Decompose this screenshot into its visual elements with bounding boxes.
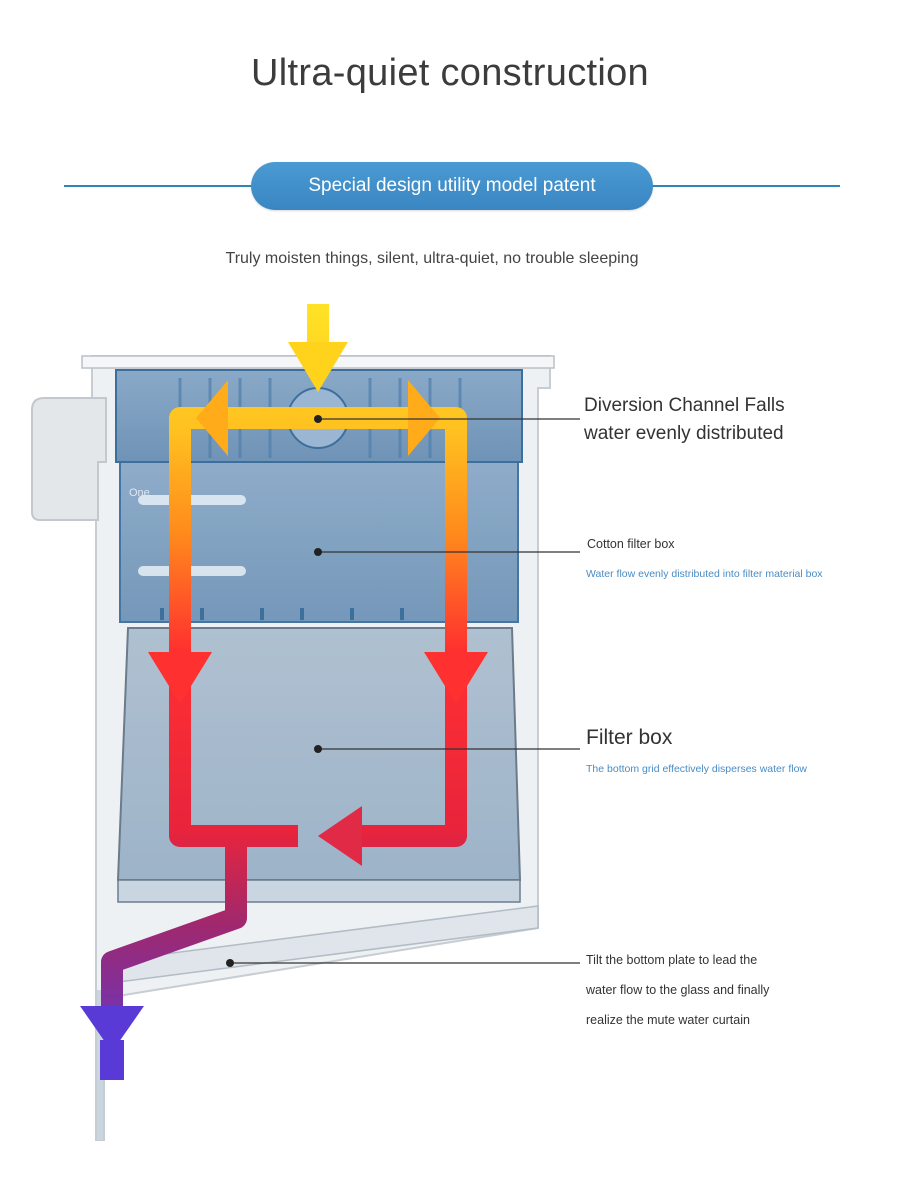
diversion-line-1: Diversion Channel Falls [584, 395, 785, 416]
callout-dots [226, 415, 322, 967]
divider-right [650, 185, 840, 187]
diversion-line-2: water evenly distributed [584, 423, 784, 444]
cotton-highlight-1 [138, 495, 246, 505]
callout-tilt: Tilt the bottom plate to lead the water … [586, 945, 769, 1035]
page-title: Ultra-quiet construction [251, 52, 649, 94]
arrowhead-left-split [196, 380, 228, 456]
flow-arrowheads [80, 342, 488, 1080]
side-spout [31, 397, 107, 521]
dot-diversion [314, 415, 322, 423]
arrowhead-outlet [80, 1006, 144, 1052]
divider-left [64, 185, 254, 187]
arrowhead-return [318, 806, 362, 866]
tilt-line-1: Tilt the bottom plate to lead the [586, 953, 758, 967]
dot-cotton [314, 548, 322, 556]
patent-badge: Special design utility model patent [251, 162, 653, 210]
tilt-line-2: water flow to the glass and finally [586, 983, 770, 997]
arrowhead-left-down [148, 652, 212, 704]
water-flow-path [101, 304, 467, 1014]
outlet-stem [100, 1040, 124, 1080]
callout-diversion: Diversion Channel Falls water evenly dis… [584, 392, 785, 448]
subtitle: Truly moisten things, silent, ultra-quie… [225, 250, 639, 267]
dot-filter [314, 745, 322, 753]
callout-cotton-title: Cotton filter box [587, 537, 675, 551]
callout-cotton-note: Water flow evenly distributed into filte… [586, 568, 823, 580]
box-marker: One [129, 487, 150, 499]
tilt-line-3: realize the mute water curtain [586, 1013, 750, 1027]
callout-filter-note: The bottom grid effectively disperses wa… [586, 763, 807, 775]
callout-filter-title: Filter box [586, 726, 673, 749]
callout-lines [230, 418, 580, 964]
dot-tilt [226, 959, 234, 967]
arrowhead-inlet [288, 342, 348, 392]
arrowhead-right-down [424, 652, 488, 704]
flow-outlet [101, 836, 247, 1014]
cotton-highlight-2 [138, 566, 246, 576]
arrowhead-right-split [408, 380, 440, 456]
lower-box-base [117, 879, 521, 903]
flow-right-loop [318, 407, 467, 847]
